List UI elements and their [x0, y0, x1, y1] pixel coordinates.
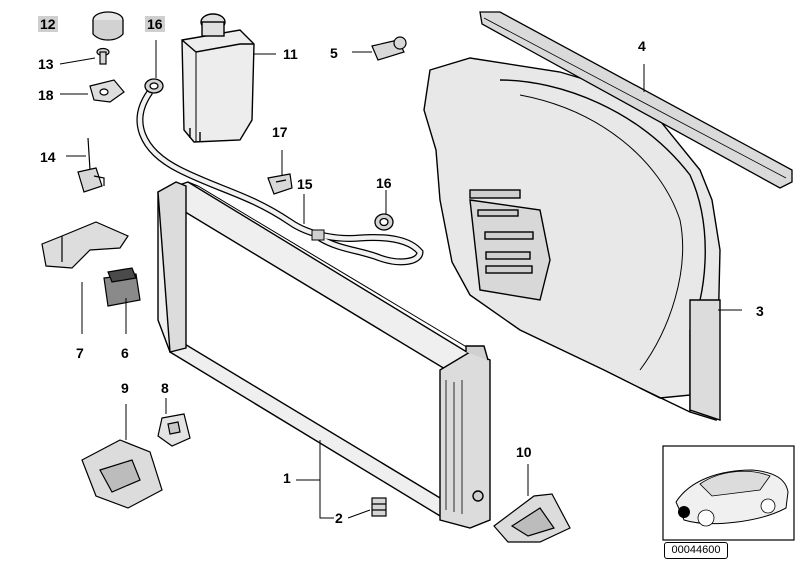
grommet [103, 267, 141, 307]
hose-clamp-right [374, 213, 394, 231]
callout-4: 4 [638, 38, 646, 54]
callout-7: 7 [76, 345, 84, 361]
callout-8: 8 [161, 380, 169, 396]
air-duct-left [81, 439, 163, 509]
expansion-tank [181, 13, 255, 143]
car-location-inset [662, 445, 795, 541]
radiator-cap [92, 11, 124, 41]
hose-clamp-upper [144, 78, 164, 94]
clip-5 [371, 36, 407, 61]
callout-11: 11 [283, 46, 298, 62]
leader-lines [59, 40, 742, 519]
callout-15: 15 [297, 176, 313, 192]
callout-18: 18 [38, 87, 54, 103]
screw [96, 47, 110, 65]
rubber-mount [157, 413, 191, 447]
callout-1: 1 [283, 470, 291, 486]
drain-plug [371, 497, 387, 517]
callout-17: 17 [272, 124, 288, 140]
diagram-reference-id: 00044600 [664, 542, 728, 559]
sensor [77, 137, 105, 193]
bracket-18 [89, 79, 125, 103]
coolant-hoses [136, 89, 424, 266]
callout-6: 6 [121, 345, 129, 361]
callout-2: 2 [335, 510, 343, 526]
callout-13: 13 [38, 56, 54, 72]
callout-3: 3 [756, 303, 764, 319]
clip-17 [267, 173, 293, 195]
radiator [157, 181, 491, 529]
bracket-7 [41, 221, 129, 269]
callout-14: 14 [40, 149, 56, 165]
air-duct-right [493, 493, 571, 543]
callout-9: 9 [121, 380, 129, 396]
fan-shroud [423, 57, 721, 421]
callout-16-upper: 16 [145, 16, 165, 32]
seal-strip [479, 11, 793, 189]
callout-10: 10 [516, 444, 532, 460]
callout-12: 12 [38, 16, 58, 32]
callout-5: 5 [330, 45, 338, 61]
callout-16-right: 16 [376, 175, 392, 191]
